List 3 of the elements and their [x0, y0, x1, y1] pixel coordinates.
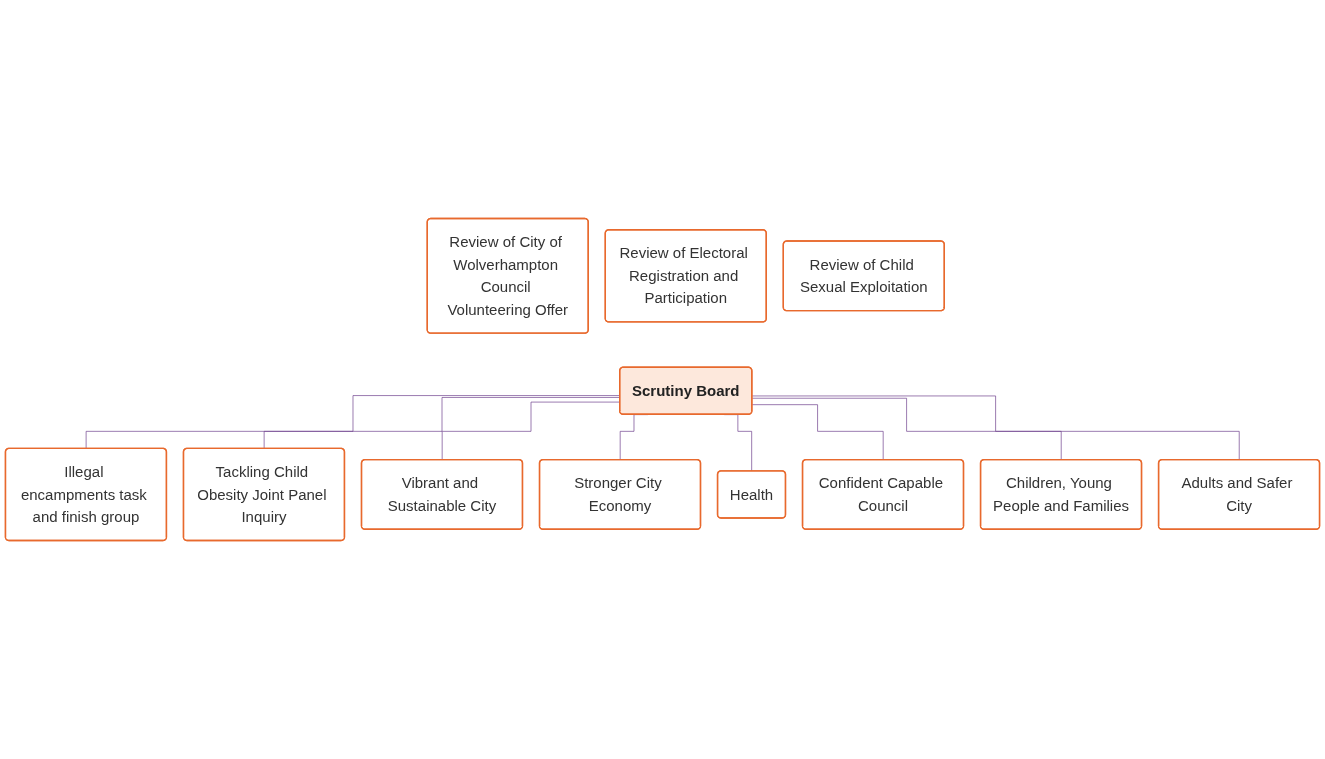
connector: [751, 395, 1240, 461]
connector: [751, 404, 884, 461]
connector: [751, 397, 1062, 461]
